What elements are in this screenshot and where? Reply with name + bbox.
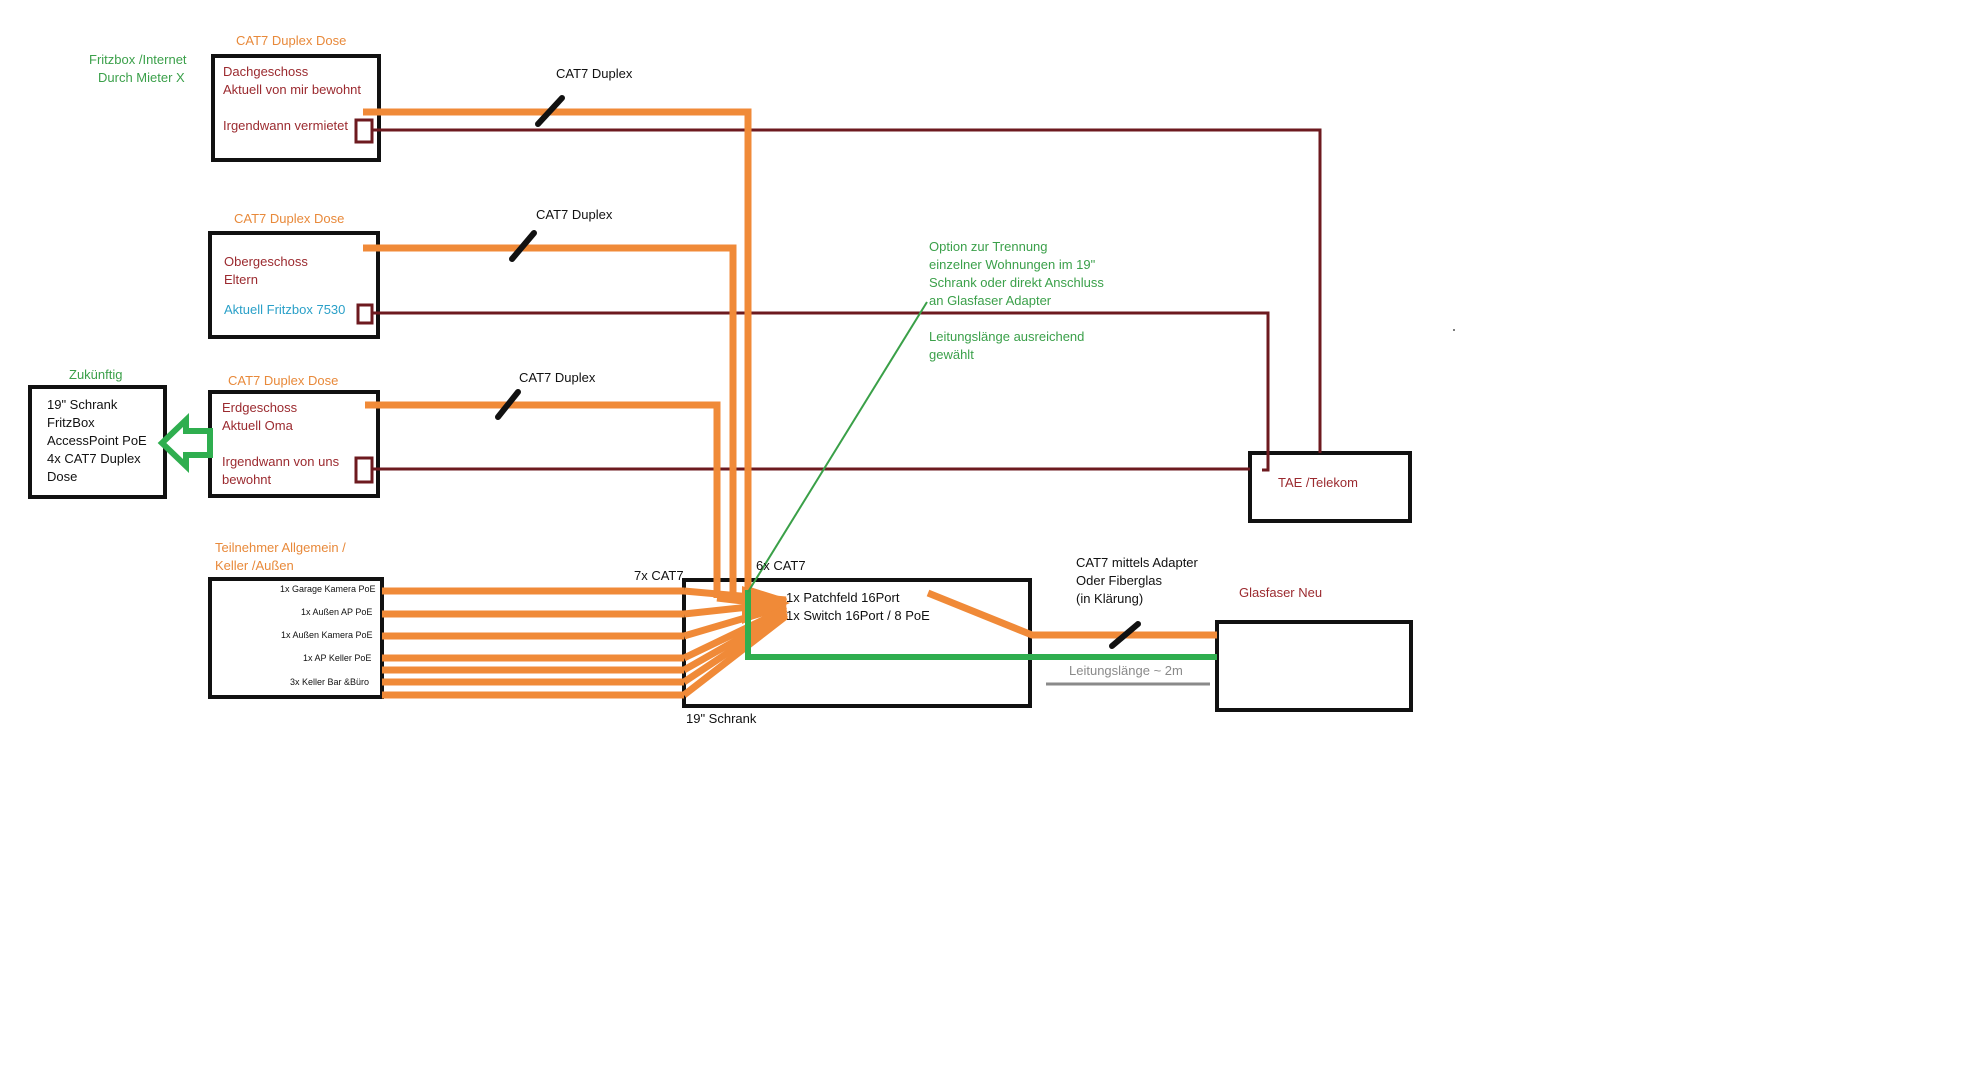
- erd-cable-label: CAT7 Duplex: [519, 370, 596, 385]
- zukuenftig-item: 4x CAT7 Duplex: [47, 451, 141, 466]
- dach-header: CAT7 Duplex Dose: [236, 33, 347, 48]
- ober-header: CAT7 Duplex Dose: [234, 211, 345, 226]
- fan-4: [682, 605, 788, 662]
- fan-arrow-head: [742, 586, 790, 624]
- schrank-line2: 1x Switch 16Port / 8 PoE: [786, 608, 930, 623]
- ober-line2: Eltern: [224, 272, 258, 287]
- ober-line3: Aktuell Fritzbox 7530: [224, 302, 346, 317]
- stray-dot: [1453, 329, 1455, 331]
- glasfaser-cable-line3: (in Klärung): [1076, 591, 1144, 606]
- erdgeschoss-box: [208, 390, 380, 498]
- glasfaser-green-line: [745, 590, 1217, 660]
- zukuenftig-item: AccessPoint PoE: [47, 433, 147, 448]
- glasfaser-cable-slash: [1109, 621, 1141, 649]
- ober-cat7-line: [363, 244, 737, 596]
- teilnehmer-item: 3x Keller Bar &Büro: [290, 677, 370, 687]
- option-note-line: an Glasfaser Adapter: [929, 293, 1052, 308]
- glasfaser-orange-line: [926, 589, 1217, 639]
- teilnehmer-title-line2: Keller /Außen: [215, 558, 294, 573]
- erd-line3: Irgendwann von uns: [222, 454, 340, 469]
- ober-line1: Obergeschoss: [224, 254, 308, 269]
- glasfaser-cable-line2: Oder Fiberglas: [1076, 573, 1162, 588]
- zukuenftig-item: FritzBox: [47, 415, 95, 430]
- dach-line2: Aktuell von mir bewohnt: [223, 82, 362, 97]
- zukuenftig-arrow: [157, 412, 213, 474]
- erd-line4: bewohnt: [222, 472, 272, 487]
- teilnehmer-item: 1x Außen AP PoE: [301, 607, 373, 617]
- erd-line1: Erdgeschoss: [222, 400, 298, 415]
- option-pointer-line: [747, 301, 928, 593]
- teilnehmer-item: 1x Garage Kamera PoE: [280, 584, 376, 594]
- tae-label: TAE /Telekom: [1278, 475, 1358, 490]
- teilnehmer-item: 1x Außen Kamera PoE: [281, 630, 373, 640]
- ober-cable-label: CAT7 Duplex: [536, 207, 613, 222]
- zukuenftig-item: Dose: [47, 469, 78, 484]
- option-note-line: Option zur Trennung: [929, 239, 1048, 254]
- dachgeschoss-box: [211, 54, 381, 162]
- schrank-incoming-label: 6x CAT7: [756, 558, 806, 573]
- ober-phone-line: [372, 311, 1270, 472]
- schrank-label: 19" Schrank: [686, 711, 757, 726]
- teilnehmer-box: [208, 577, 384, 699]
- obergeschoss-box: [208, 231, 380, 339]
- length-label: Leitungslänge ~ 2m: [1069, 663, 1183, 678]
- dach-external-line2: Durch Mieter X: [98, 70, 185, 85]
- fan-7: [681, 613, 789, 698]
- option-note-line2: gewählt: [929, 347, 974, 362]
- tae-box: [1248, 451, 1412, 523]
- dach-line1: Dachgeschoss: [223, 64, 309, 79]
- dach-cable-slash: [535, 95, 565, 127]
- glasfaser-label: Glasfaser Neu: [1239, 585, 1323, 600]
- option-note-line2: Leitungslänge ausreichend: [929, 329, 1085, 344]
- erd-cat7-line: [365, 401, 721, 598]
- erd-cable-slash: [495, 389, 521, 420]
- teilnehmer-item: 1x AP Keller PoE: [303, 653, 372, 663]
- dach-cat7-line: [363, 108, 752, 590]
- erd-header: CAT7 Duplex Dose: [228, 373, 339, 388]
- teilnehmer-title-line1: Teilnehmer Allgemein /: [215, 540, 346, 555]
- dach-cable-label: CAT7 Duplex: [556, 66, 633, 81]
- ober-cable-slash: [509, 230, 537, 262]
- zukuenftig-title: Zukünftig: [69, 367, 123, 382]
- teilnehmer-cable-label: 7x CAT7: [634, 568, 684, 583]
- schrank-line1: 1x Patchfeld 16Port: [786, 590, 900, 605]
- glasfaser-cable-line1: CAT7 mittels Adapter: [1076, 555, 1198, 570]
- glasfaser-box: [1215, 620, 1413, 712]
- erd-line2: Aktuell Oma: [222, 418, 293, 433]
- option-note-line: Schrank oder direkt Anschluss: [929, 275, 1104, 290]
- dach-line3: Irgendwann vermietet: [223, 118, 349, 133]
- dach-external-line1: Fritzbox /Internet: [89, 52, 187, 67]
- zukuenftig-item: 19" Schrank: [47, 397, 118, 412]
- option-note-line: einzelner Wohnungen im 19": [929, 257, 1096, 272]
